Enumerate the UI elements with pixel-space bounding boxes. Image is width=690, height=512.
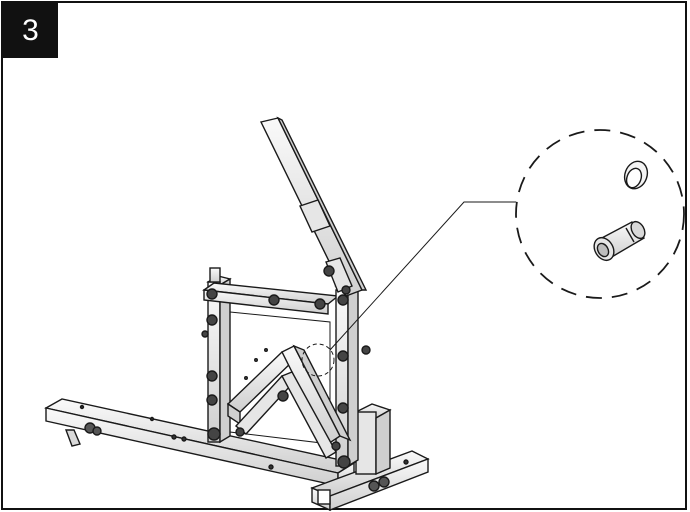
v-bending-jaws xyxy=(226,344,352,459)
circle-magnified-detail xyxy=(515,129,685,299)
pin-detail xyxy=(593,220,646,262)
step-number-badge: 3 xyxy=(3,3,58,58)
callout-leader-line xyxy=(329,201,516,351)
hole-detail xyxy=(623,160,649,190)
post-sleeve xyxy=(354,403,392,476)
detail-location-marker xyxy=(301,343,335,377)
lever-handle xyxy=(259,116,368,310)
